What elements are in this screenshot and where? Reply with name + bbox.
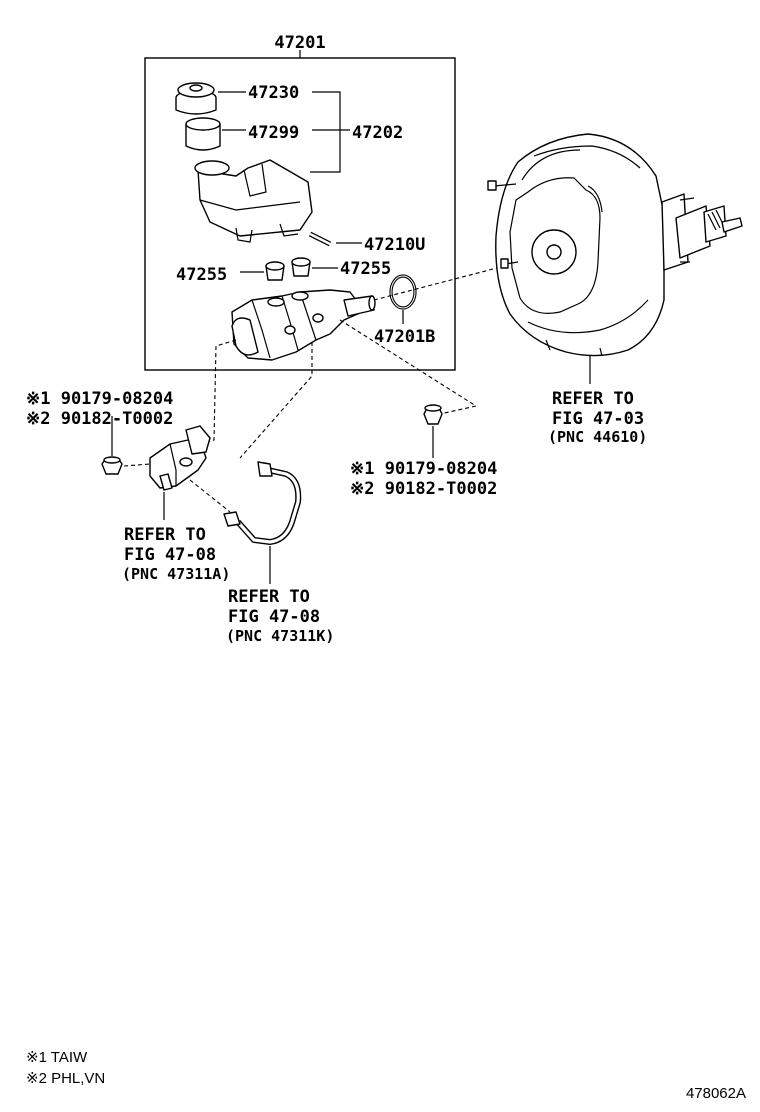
grommet-left[interactable]: [265, 261, 285, 281]
nut-left-line1: ※1 90179-08204: [26, 389, 173, 409]
refer-valve-line3: (PNC 47311A): [122, 565, 230, 583]
brake-booster[interactable]: [487, 133, 743, 357]
bracket-47202: [310, 91, 341, 173]
nut-right[interactable]: [423, 404, 443, 425]
proportioning-valve[interactable]: [149, 425, 211, 491]
label-47210U: 47210U: [364, 235, 425, 255]
footnote-1: ※1 TAIW: [26, 1049, 88, 1066]
refer-booster-line1: REFER TO: [552, 389, 634, 409]
nut-left-line2: ※2 90182-T0002: [26, 409, 173, 429]
dash-valve-tube: [189, 479, 231, 513]
brake-tube[interactable]: [223, 461, 302, 545]
strainer[interactable]: [185, 117, 221, 151]
master-cylinder[interactable]: [231, 289, 376, 361]
label-47255-right: 47255: [340, 259, 391, 279]
refer-valve-line1: REFER TO: [124, 525, 206, 545]
dash-to-nut-right: [339, 319, 478, 415]
refer-tube-line3: (PNC 47311K): [226, 627, 334, 645]
nut-right-line1: ※1 90179-08204: [350, 459, 497, 479]
grommet-right[interactable]: [291, 257, 311, 277]
reservoir-cap[interactable]: [175, 82, 217, 115]
refer-tube-line2: FIG 47-08: [228, 607, 320, 627]
label-47201B: 47201B: [374, 327, 435, 347]
nut-right-line2: ※2 90182-T0002: [350, 479, 497, 499]
figure-code: 478062A: [686, 1085, 746, 1102]
refer-valve-line2: FIG 47-08: [124, 545, 216, 565]
label-47255-left: 47255: [176, 265, 227, 285]
label-47230: 47230: [248, 83, 299, 103]
refer-tube-line1: REFER TO: [228, 587, 310, 607]
refer-booster-line2: FIG 47-03: [552, 409, 644, 429]
dash-nut-valve: [123, 463, 151, 467]
dash-to-tube: [239, 342, 313, 459]
nut-left[interactable]: [101, 456, 123, 475]
label-47202: 47202: [352, 123, 403, 143]
reservoir-body[interactable]: [194, 159, 313, 243]
refer-booster-line3: (PNC 44610): [548, 428, 647, 446]
dash-to-valve: [199, 339, 237, 445]
footnote-2: ※2 PHL,VN: [26, 1070, 105, 1087]
assembly-number: 47201: [274, 33, 325, 53]
label-47299: 47299: [248, 123, 299, 143]
